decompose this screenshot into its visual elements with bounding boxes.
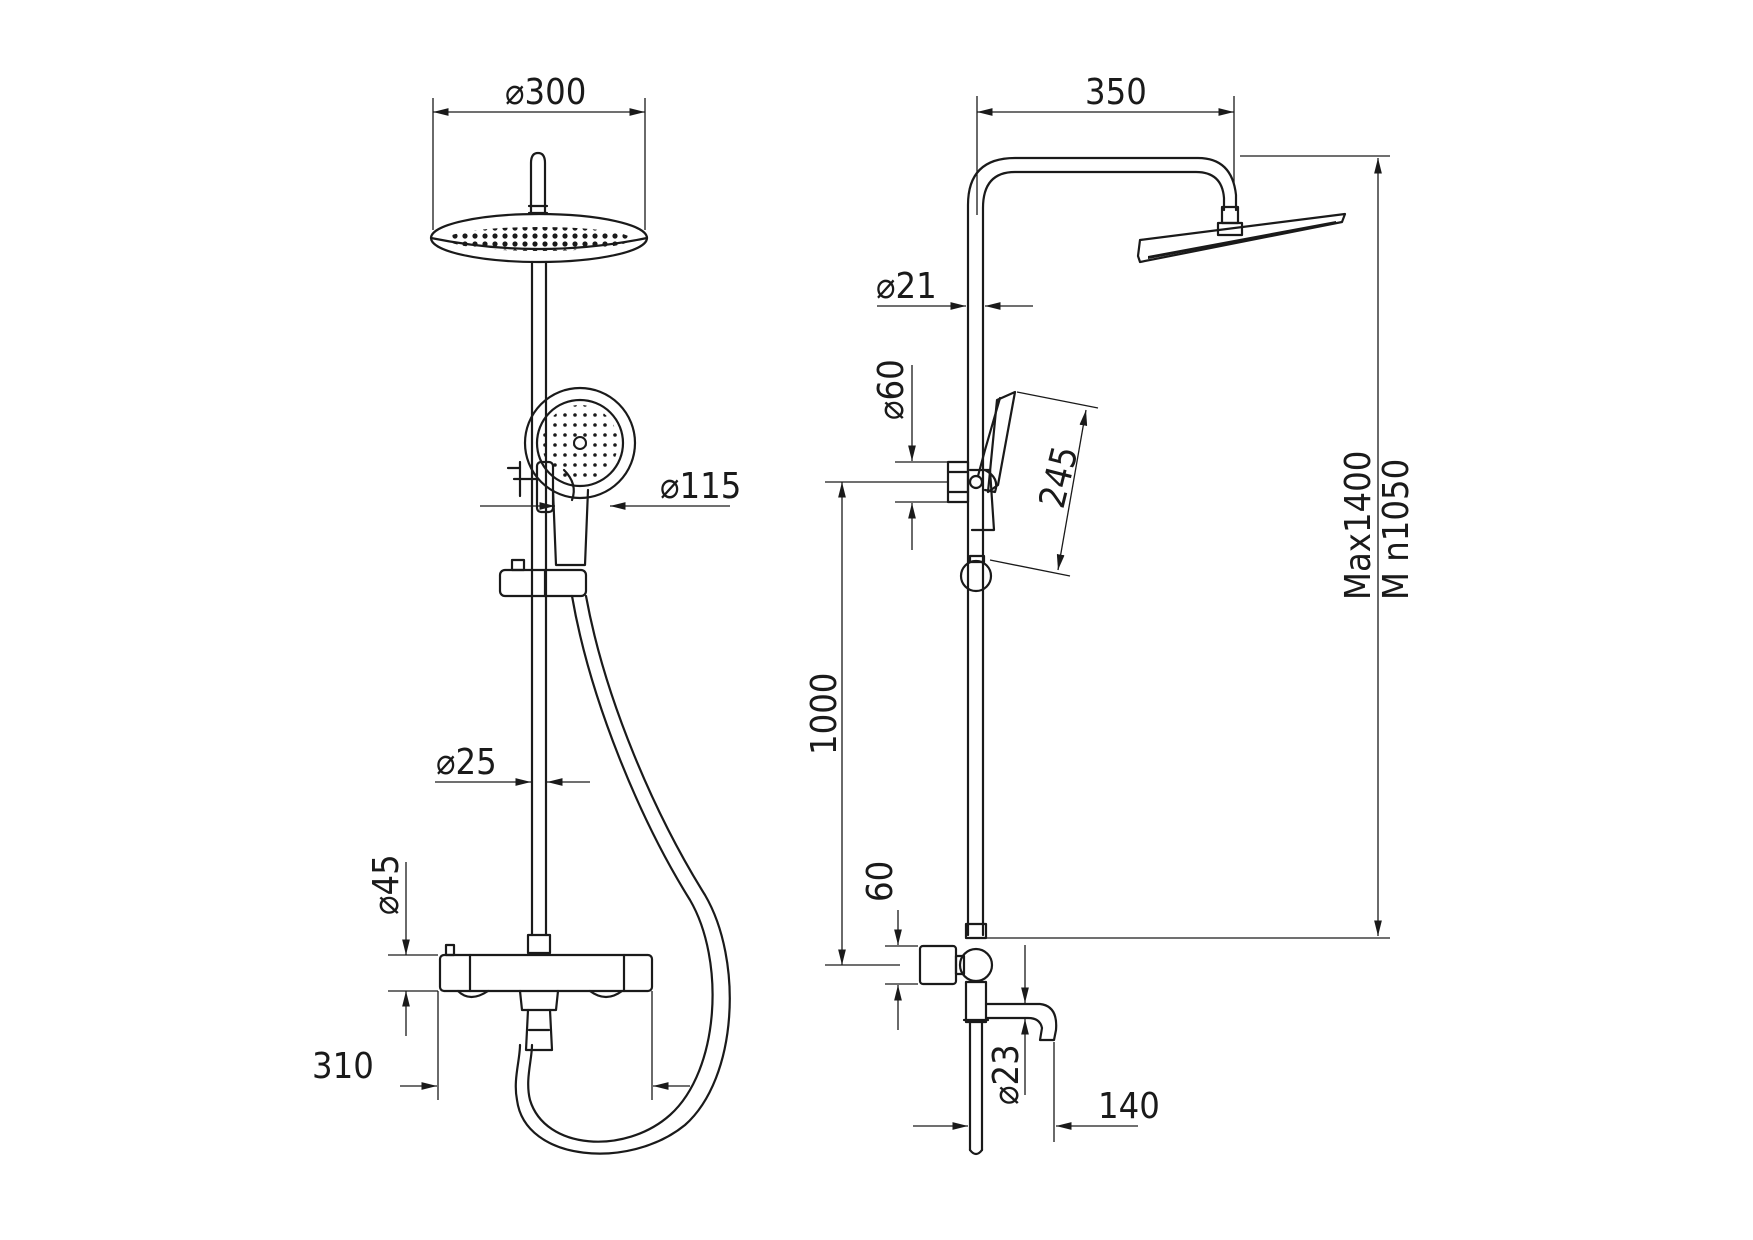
slide-height-dimension: 1000 bbox=[804, 481, 948, 966]
front-riser-top bbox=[527, 151, 549, 216]
spout-projection-label: 140 bbox=[1098, 1086, 1160, 1127]
arm-reach-dimension: 350 bbox=[976, 72, 1235, 215]
mixer-width-dimension: 310 bbox=[312, 991, 690, 1100]
spout-projection-dimension: 140 bbox=[913, 1042, 1160, 1142]
side-view: 350 ⌀21 bbox=[804, 72, 1417, 1156]
shower-hose bbox=[514, 594, 731, 1155]
max-height-label: Max1400 bbox=[1338, 451, 1379, 600]
thermostatic-mixer-front bbox=[438, 943, 654, 1052]
overall-height-dimension: Max1400 M n1050 bbox=[1338, 158, 1417, 936]
arm-reach-label: 350 bbox=[1085, 72, 1147, 113]
hand-shower-diameter-dimension: ⌀115 bbox=[480, 466, 741, 510]
hand-shower-length-dimension: 245 bbox=[989, 391, 1099, 577]
head-diameter-dimension: ⌀300 bbox=[432, 72, 646, 230]
rail-connector bbox=[526, 933, 552, 955]
head-diameter-label: ⌀300 bbox=[505, 72, 586, 113]
rail-diameter-label: ⌀25 bbox=[436, 742, 497, 783]
hand-shower-side bbox=[946, 390, 1017, 593]
spout-diameter-dimension: ⌀23 bbox=[986, 945, 1029, 1105]
mixer-width-label: 310 bbox=[312, 1046, 374, 1087]
min-height-label: M n1050 bbox=[1376, 459, 1417, 600]
spout-diameter-label: ⌀23 bbox=[986, 1044, 1027, 1105]
mixer-height-dimension: 60 bbox=[860, 861, 918, 1030]
hand-shower-front bbox=[506, 386, 637, 567]
pipe-diameter-dimension: ⌀21 bbox=[876, 266, 1033, 310]
hand-shower-length-label: 245 bbox=[1032, 442, 1087, 512]
rain-shower-head bbox=[429, 212, 649, 264]
slide-height-label: 1000 bbox=[804, 673, 845, 755]
mixer-height-label: 60 bbox=[860, 861, 901, 902]
front-riser bbox=[530, 260, 548, 937]
thermostatic-mixer-side bbox=[918, 922, 1058, 1156]
mixer-diameter-dimension: ⌀45 bbox=[366, 854, 438, 1036]
rail-diameter-dimension: ⌀25 bbox=[435, 742, 590, 786]
shower-arm-side bbox=[966, 156, 1244, 937]
mixer-diameter-label: ⌀45 bbox=[366, 854, 407, 915]
front-view: ⌀300 bbox=[312, 72, 741, 1155]
pipe-diameter-label: ⌀21 bbox=[876, 266, 937, 307]
slide-holder-front bbox=[498, 558, 588, 598]
rain-shower-head-side bbox=[1136, 212, 1347, 264]
holder-diameter-label: ⌀60 bbox=[871, 359, 912, 420]
holder-diameter-dimension: ⌀60 bbox=[871, 359, 948, 550]
hand-shower-diameter-label: ⌀115 bbox=[660, 466, 741, 507]
